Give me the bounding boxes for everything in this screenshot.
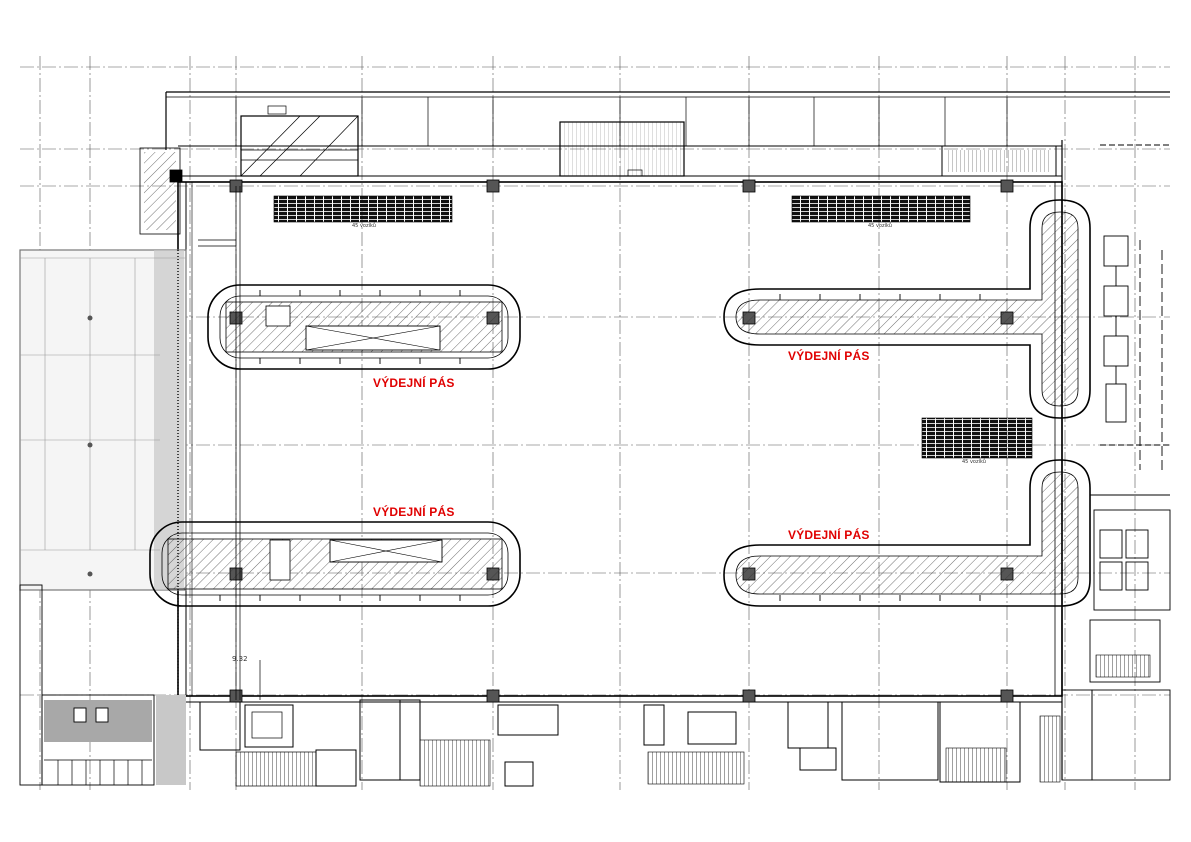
level-mark: 9.32	[232, 655, 248, 663]
cart-rows	[273, 195, 1033, 459]
belt-label-lower-right: VÝDEJNÍ PÁS	[788, 528, 870, 542]
trolley-stack	[1103, 235, 1129, 423]
conveyor-belt-lower-left	[149, 521, 521, 607]
entrance-stair	[139, 147, 183, 235]
canopy-structure	[235, 97, 1057, 177]
bottom-left-rooms	[19, 584, 186, 786]
belt-rollers	[219, 290, 981, 601]
right-wing	[1039, 144, 1171, 783]
belt-label-lower-left: VÝDEJNÍ PÁS	[373, 505, 455, 519]
belt-label-upper-left: VÝDEJNÍ PÁS	[373, 376, 455, 390]
bottom-service-rooms	[186, 695, 1062, 787]
conveyor-belt-upper-left	[207, 284, 521, 370]
bench-note-right: 45 vozíků	[868, 223, 892, 229]
columns	[229, 179, 1014, 703]
bench-note-lower: 45 vozíků	[962, 459, 986, 465]
ducts	[198, 186, 261, 700]
conveyor-belt-upper-right	[723, 199, 1091, 419]
conveyor-belt-lower-right	[723, 459, 1091, 607]
bench-note-left: 45 vozíků	[352, 223, 376, 229]
belt-label-upper-right: VÝDEJNÍ PÁS	[788, 349, 870, 363]
left-annex	[19, 249, 187, 696]
